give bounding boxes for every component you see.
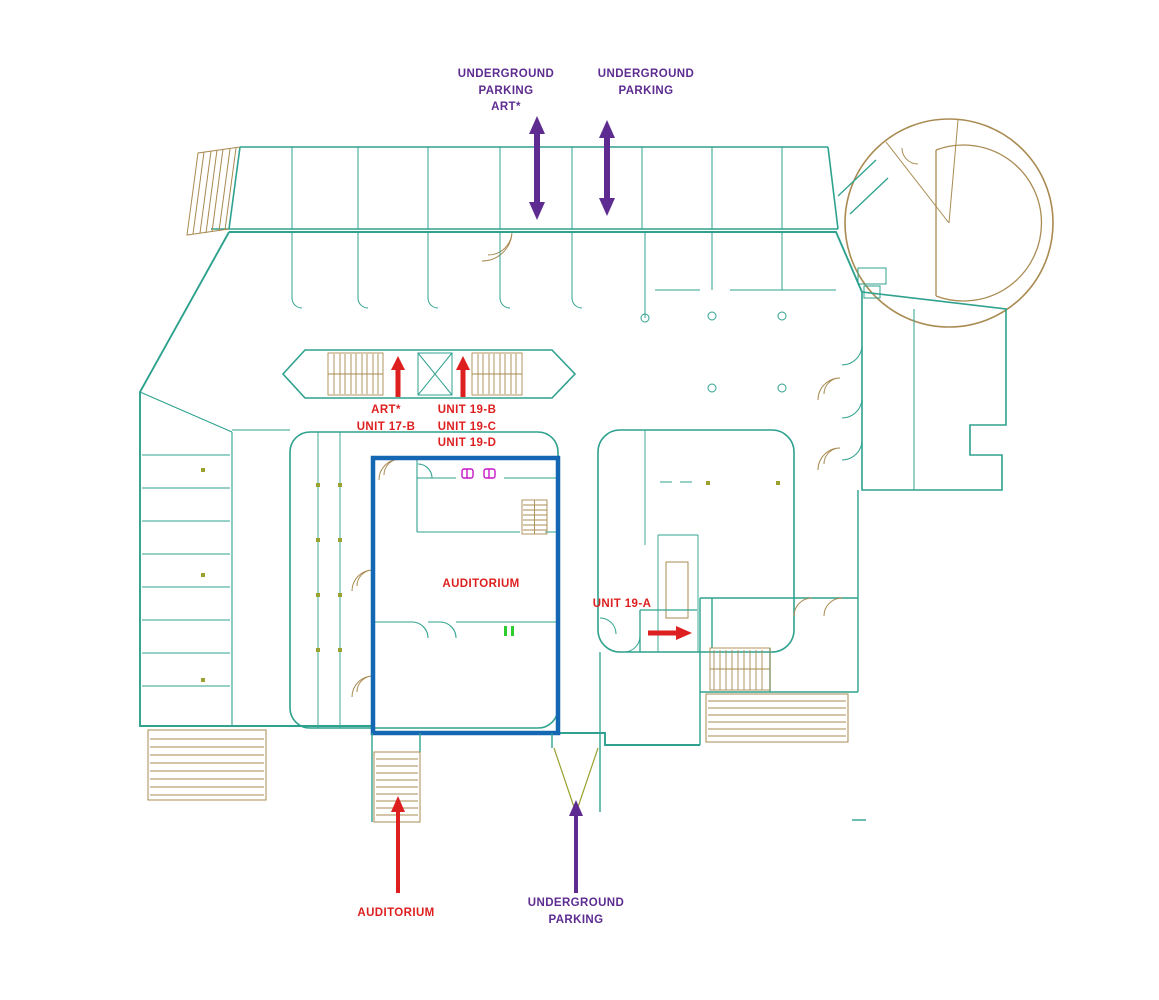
auditorium-stair [521,499,548,535]
column-grid-lines [232,232,836,431]
circular-tower [837,118,1054,328]
label-unit-19bcd: UNIT 19-B UNIT 19-C UNIT 19-D [437,404,497,450]
main-outline [139,231,863,746]
label-underground-parking-top: UNDERGROUND PARKING [597,68,695,97]
auditorium-highlight-rect [370,455,561,736]
stair-core-stadium [281,349,577,399]
right-stair-run [709,647,771,691]
stair-run-right [471,352,523,396]
purple-arrow-parking-bottom [569,800,583,893]
stair-run-left [327,352,384,396]
strip-stair-hatch [186,146,241,236]
left-parking-stalls [139,391,233,726]
underground-ramp-funnel [551,733,601,812]
tower-outer-circle [844,118,1054,328]
purple-arrow-parking-right [599,120,615,216]
right-wing-rooms [597,429,795,653]
green-marker-icons [504,626,514,636]
bottom-left-stairs [147,729,267,801]
auditorium-door-arcs [351,458,401,698]
red-arrow-art-unit17b [391,356,405,397]
right-lower-rooms [699,490,859,745]
label-art-unit-17b: ART* UNIT 17-B [356,404,416,433]
column-markers-right [706,481,780,485]
label-underground-parking-art: UNDERGROUND PARKING ART* [457,68,555,114]
label-unit-19a: UNIT 19-A [592,598,652,610]
label-underground-parking-bottom: UNDERGROUND PARKING [527,897,625,926]
label-auditorium-bottom: AUDITORIUM [357,907,435,919]
red-arrow-auditorium-bottom [391,796,405,893]
strip-door-arcs [481,230,513,262]
left-stall-markers [201,468,205,682]
magenta-fixture-icons [461,468,496,479]
red-arrow-unit19a [648,626,692,640]
top-parking-strip [211,146,839,230]
unit-19a-vestibule [599,609,697,733]
right-band-door-arcs [817,377,841,471]
column-markers [316,483,342,652]
right-band [841,291,1007,491]
red-arrow-unit19bcd [456,356,470,397]
label-auditorium-center: AUDITORIUM [442,578,520,590]
purple-arrow-parking-left [529,116,545,220]
bottom-right-stairs [705,693,849,743]
elevator-core [417,352,453,396]
